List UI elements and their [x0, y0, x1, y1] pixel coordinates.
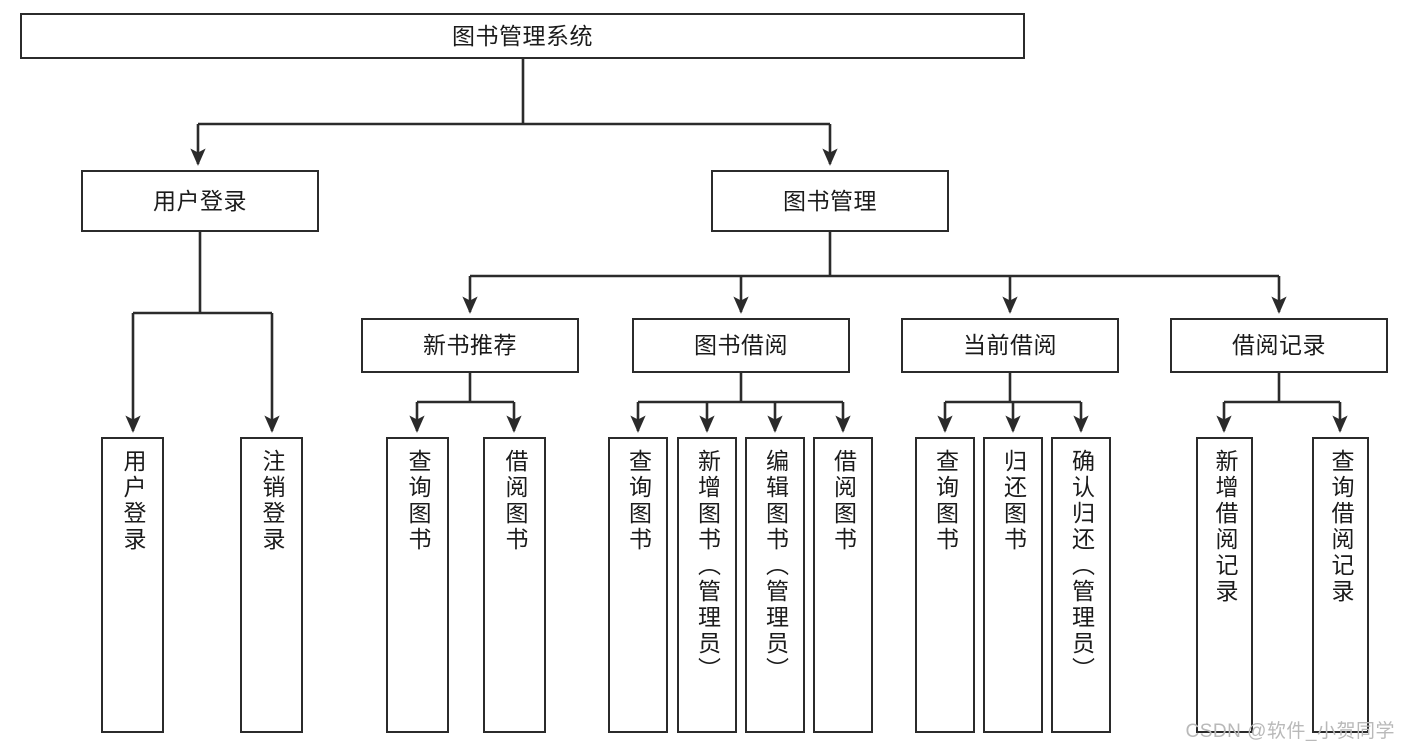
node-leaf-confirm-return-admin[interactable]: 确认归还（管理员）: [1051, 437, 1111, 733]
watermark-text: CSDN @软件_小贺同学: [1185, 721, 1395, 742]
node-leaf-logout-login[interactable]: 注销登录: [240, 437, 303, 733]
node-leaf-return-book[interactable]: 归还图书: [983, 437, 1043, 733]
node-label: 借阅图书: [502, 449, 528, 553]
node-leaf-query-borrow-record[interactable]: 查询借阅记录: [1312, 437, 1369, 733]
node-level3-new-book-recommend[interactable]: 新书推荐: [361, 318, 579, 373]
node-leaf-borrow-book[interactable]: 借阅图书: [813, 437, 873, 733]
node-label: 归还图书: [1000, 449, 1027, 553]
node-label: 编辑图书（管理员）: [762, 449, 789, 683]
node-leaf-edit-book-admin[interactable]: 编辑图书（管理员）: [745, 437, 805, 733]
node-leaf-query-book-new[interactable]: 查询图书: [386, 437, 449, 733]
node-label: 借阅图书: [830, 449, 857, 553]
node-label: 用户登录: [120, 449, 146, 553]
node-leaf-borrow-book-new[interactable]: 借阅图书: [483, 437, 546, 733]
node-root-label: 图书管理系统: [452, 22, 593, 49]
node-label: 新增图书（管理员）: [694, 449, 721, 683]
node-label: 新书推荐: [423, 332, 517, 359]
node-leaf-user-login[interactable]: 用户登录: [101, 437, 164, 733]
node-label: 用户登录: [153, 187, 247, 214]
node-level3-book-borrow[interactable]: 图书借阅: [632, 318, 850, 373]
node-label: 当前借阅: [963, 332, 1057, 359]
node-label: 新增借阅记录: [1212, 449, 1238, 605]
node-leaf-query-book-borrow[interactable]: 查询图书: [608, 437, 668, 733]
node-label: 查询借阅记录: [1328, 449, 1354, 605]
node-level2-user-login[interactable]: 用户登录: [81, 170, 319, 232]
node-leaf-add-borrow-record[interactable]: 新增借阅记录: [1196, 437, 1253, 733]
node-label: 图书管理: [783, 187, 877, 214]
node-level3-current-borrow[interactable]: 当前借阅: [901, 318, 1119, 373]
node-label: 注销登录: [259, 449, 285, 553]
node-label: 借阅记录: [1232, 332, 1326, 359]
node-level3-borrow-record[interactable]: 借阅记录: [1170, 318, 1388, 373]
node-label: 查询图书: [932, 449, 959, 553]
node-label: 查询图书: [405, 449, 431, 553]
node-label: 确认归还（管理员）: [1068, 449, 1095, 683]
node-leaf-add-book-admin[interactable]: 新增图书（管理员）: [677, 437, 737, 733]
node-label: 查询图书: [625, 449, 652, 553]
node-root[interactable]: 图书管理系统: [20, 13, 1025, 59]
node-label: 图书借阅: [694, 332, 788, 359]
node-leaf-query-book-current[interactable]: 查询图书: [915, 437, 975, 733]
node-level2-book-management[interactable]: 图书管理: [711, 170, 949, 232]
